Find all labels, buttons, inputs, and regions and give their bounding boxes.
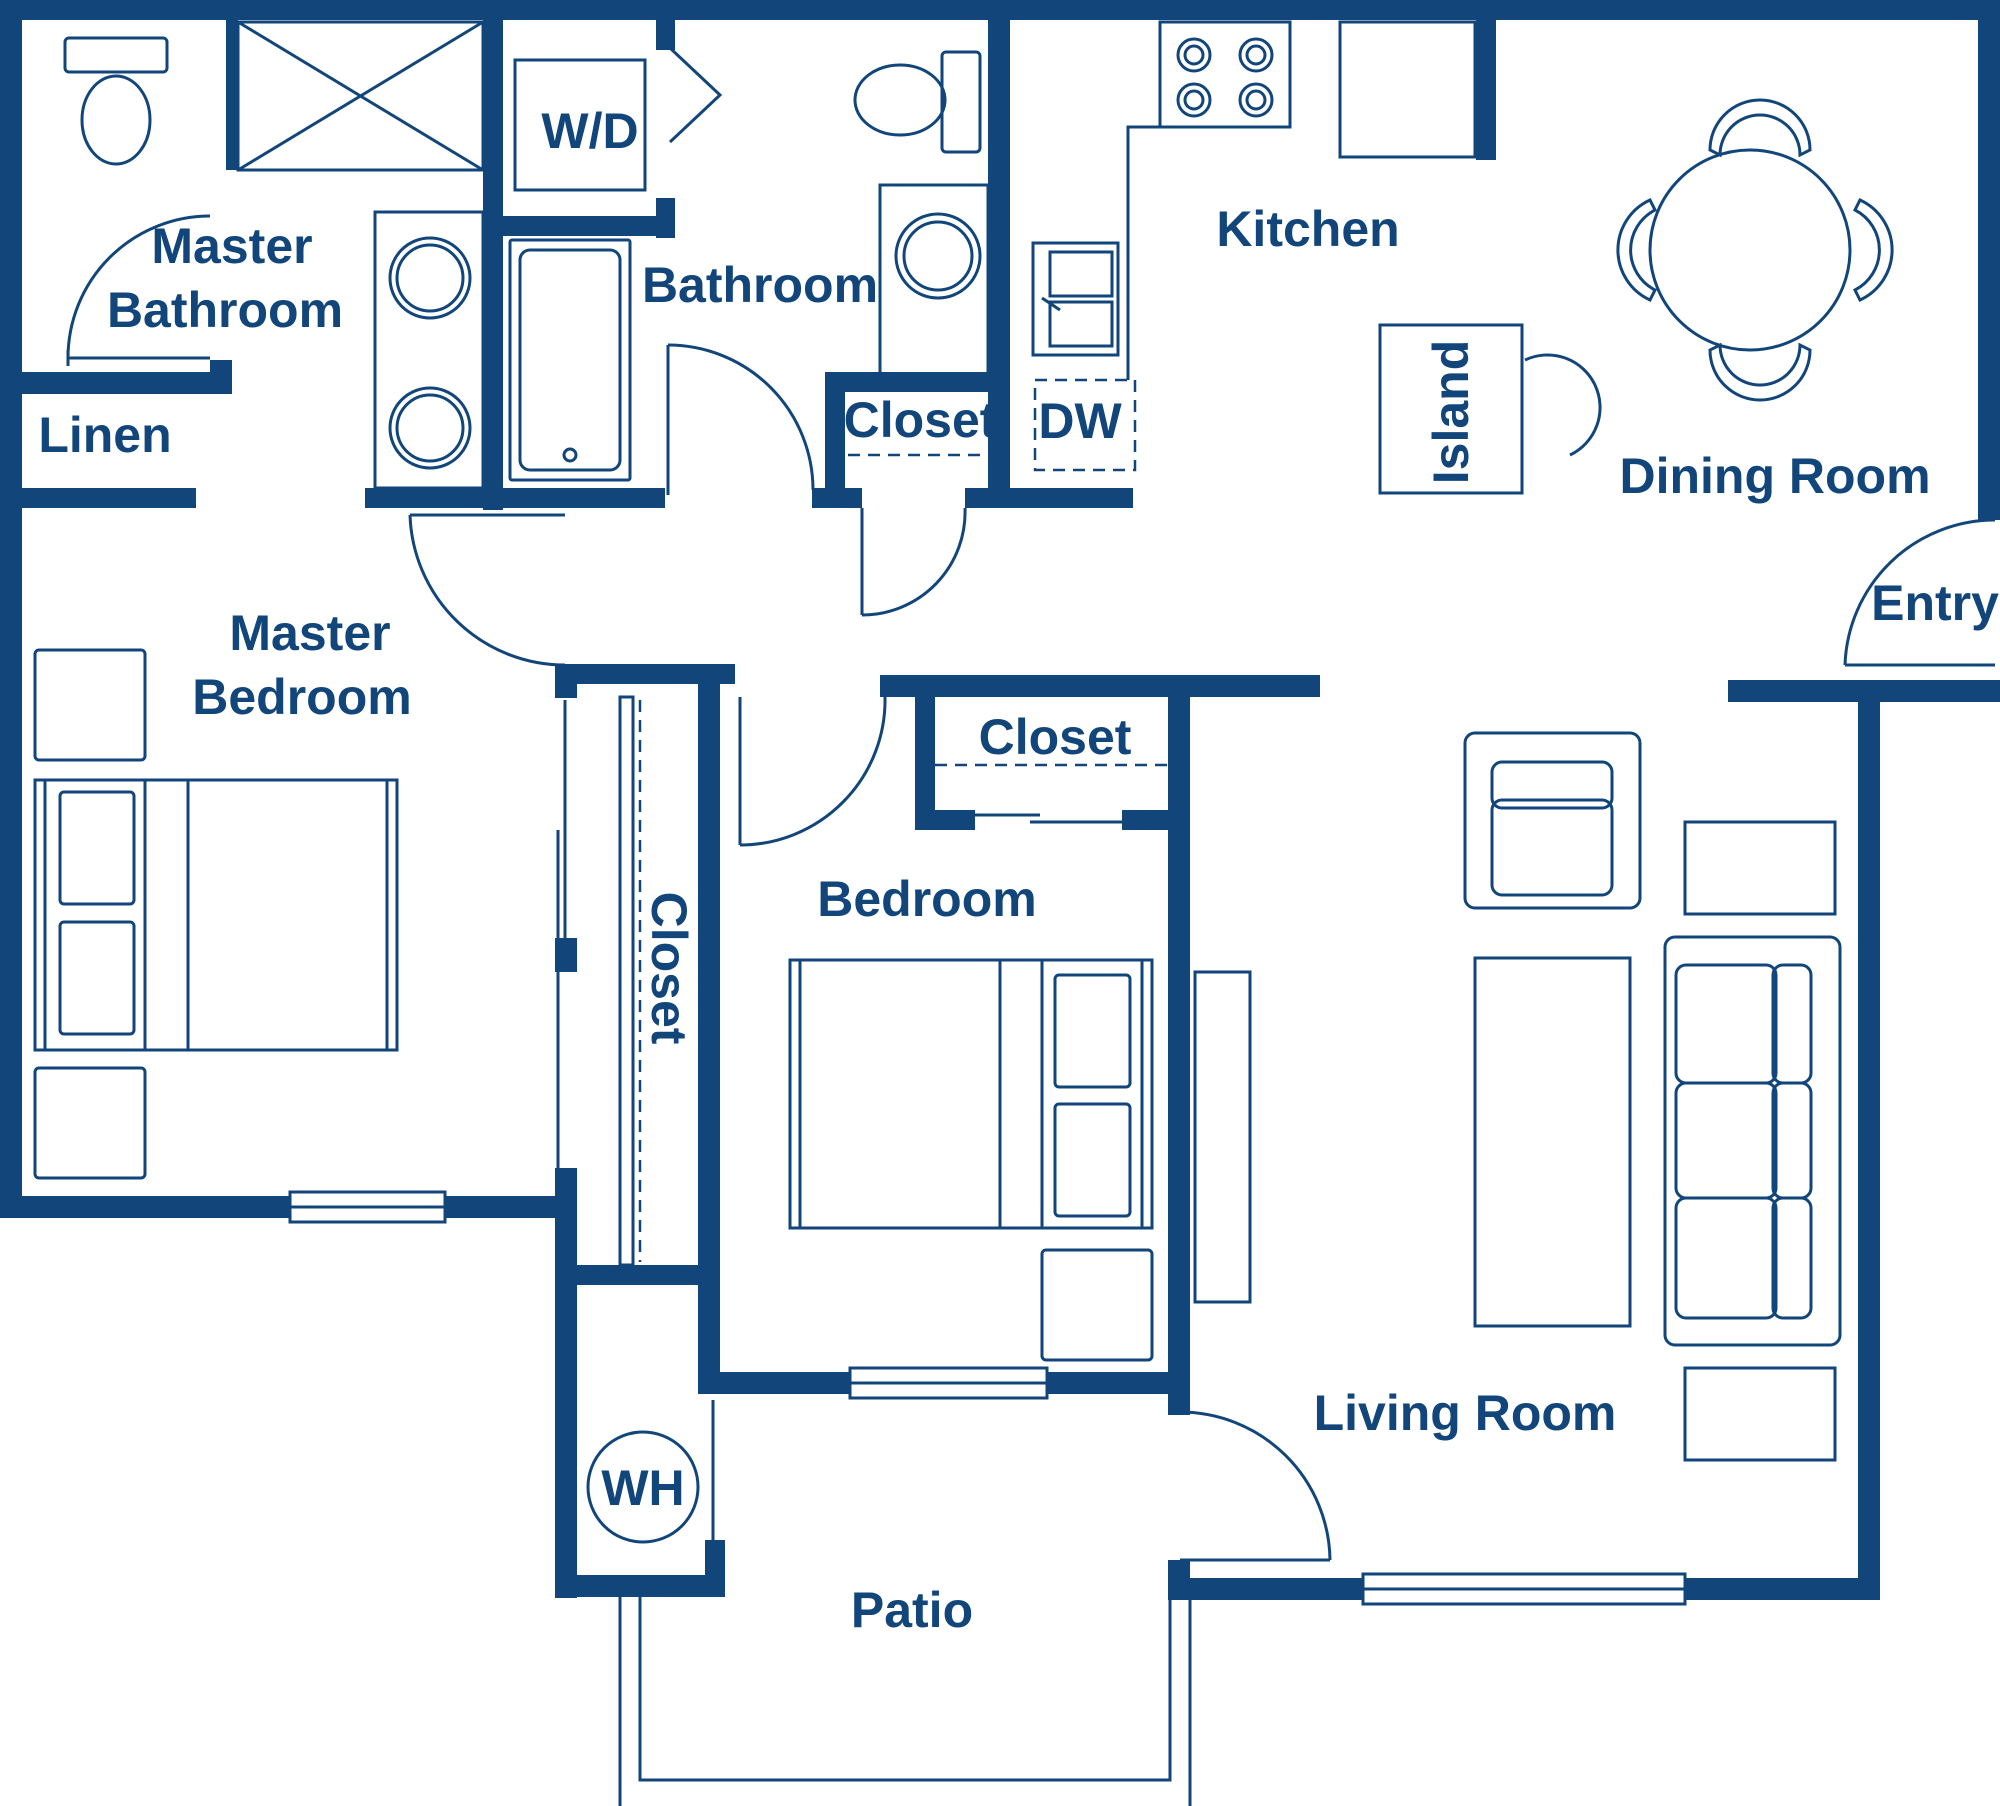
label-closet-bedroom: Closet [979, 709, 1132, 765]
fixtures [33, 20, 1894, 1544]
label-master-bedroom-2: Bedroom [192, 669, 411, 725]
label-bathroom: Bathroom [642, 257, 878, 313]
label-patio: Patio [851, 1582, 973, 1638]
label-master-bathroom-1: Master [151, 218, 312, 274]
label-master-bedroom-1: Master [229, 605, 390, 661]
label-closet-bath: Closet [844, 392, 997, 448]
label-closet-master: Closet [641, 892, 697, 1045]
label-kitchen: Kitchen [1216, 201, 1399, 257]
label-master-bathroom-2: Bathroom [107, 282, 343, 338]
patio-outline [618, 1597, 1192, 1806]
label-island: Island [1423, 340, 1479, 484]
svg-text:Bathroom: Bathroom [107, 282, 343, 338]
label-wd: W/D [541, 103, 638, 159]
label-living-room: Living Room [1314, 1385, 1617, 1441]
label-linen: Linen [38, 407, 171, 463]
label-dw: DW [1038, 393, 1122, 449]
toilet-icon [63, 36, 169, 74]
label-bedroom: Bedroom [817, 871, 1036, 927]
walls [0, 0, 2000, 1600]
doors [66, 46, 1996, 1562]
svg-text:Master: Master [229, 605, 390, 661]
label-dining-room: Dining Room [1619, 448, 1930, 504]
label-wh: WH [601, 1460, 684, 1516]
label-entry: Entry [1871, 575, 1999, 631]
svg-text:Bedroom: Bedroom [192, 669, 411, 725]
svg-text:Master: Master [151, 218, 312, 274]
windows [288, 1190, 1687, 1606]
room-labels: Master Bathroom Linen W/D Bathroom Close… [38, 103, 1999, 1638]
